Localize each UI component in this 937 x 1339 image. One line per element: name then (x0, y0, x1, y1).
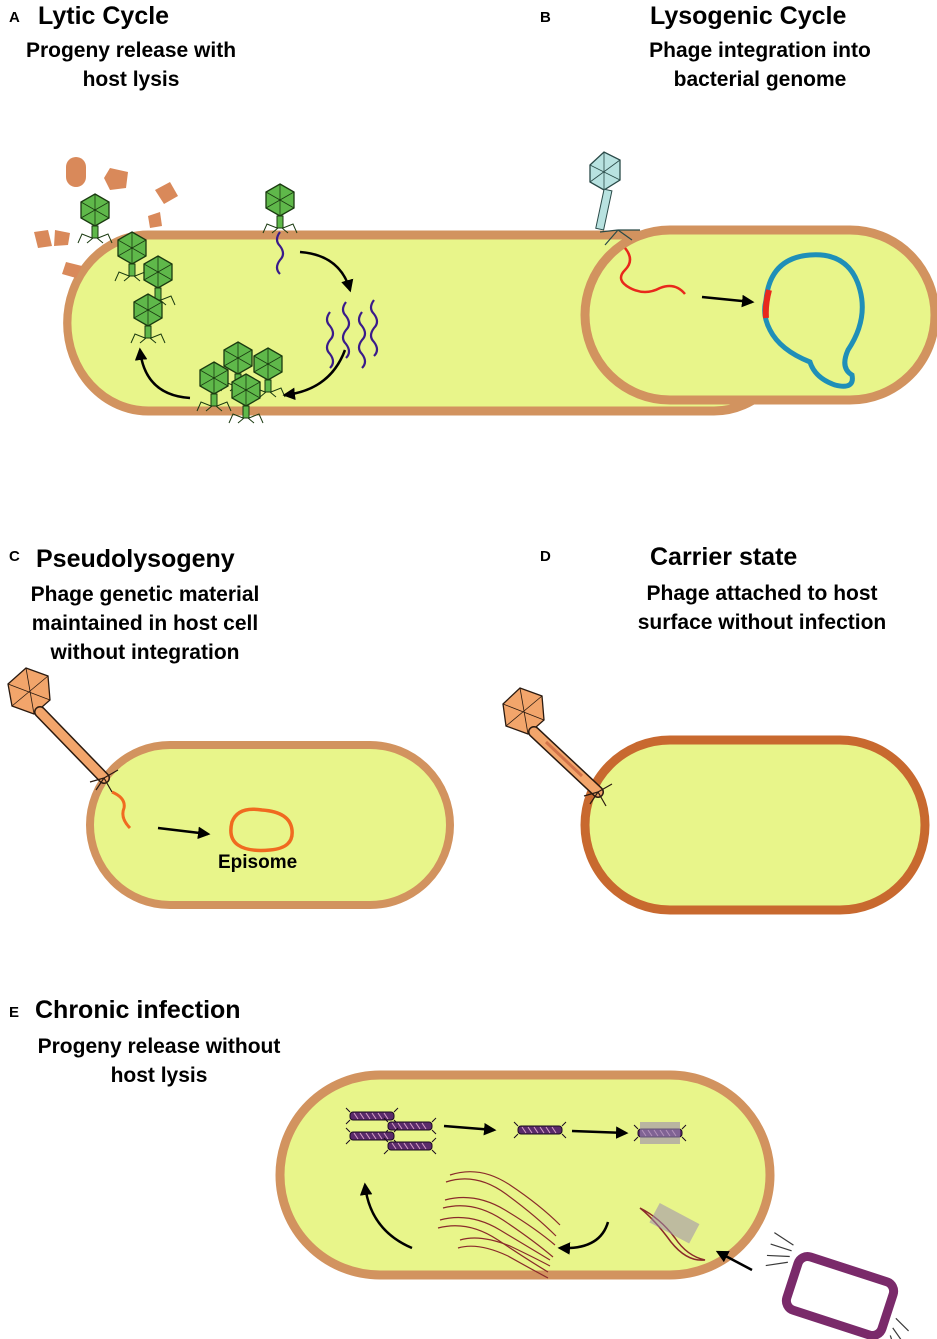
panel-d-title: Carrier state (650, 543, 798, 571)
panel-a-subtitle: Progeny release with host lysis (0, 36, 262, 94)
panel-d-subtitle-line-1: Phage attached to host (646, 582, 878, 605)
panel-c-graphic (7, 667, 454, 909)
panel-b-graphic (580, 151, 937, 405)
panel-d-subtitle-line-2: surface without infection (637, 611, 887, 634)
panel-e-subtitle: Progeny release without host lysis (18, 1032, 300, 1090)
panel-b-subtitle-line-2: bacterial genome (673, 68, 847, 91)
panel-c-subtitle: Phage genetic material maintained in hos… (0, 580, 290, 667)
panel-a-letter: A (9, 9, 20, 26)
panel-e-letter: E (9, 1004, 20, 1021)
ssdna-replicative-forms (437, 1171, 561, 1279)
arrow-to-genome (701, 294, 755, 308)
panel-d-letter: D (540, 548, 551, 565)
panel-c-cell (86, 741, 454, 909)
chronic-arrows (359, 1122, 753, 1272)
membrane-pore (640, 1122, 680, 1144)
panel-e-subtitle-line-1: Progeny release without (37, 1035, 281, 1058)
injected-dna (619, 247, 686, 295)
carrier-phage (502, 687, 613, 807)
entry-pore (649, 1202, 700, 1244)
panel-c-letter: C (9, 548, 20, 565)
injected-dna-c (111, 790, 132, 830)
panel-d-cell (580, 735, 930, 915)
panel-a-title: Lytic Cycle (38, 2, 170, 30)
extracellular-filamentous-phage (765, 1232, 909, 1339)
panel-c-subtitle-line-1: Phage genetic material (30, 583, 260, 606)
episome-ring (229, 807, 294, 853)
panel-b-subtitle: Phage integration into bacterial genome (620, 36, 900, 94)
panel-b-cell (580, 225, 937, 405)
panel-c-title: Pseudolysogeny (36, 545, 235, 573)
bacterial-genome (762, 252, 865, 389)
panel-a-subtitle-line-1: Progeny release with (25, 39, 237, 62)
panel-c-subtitle-line-3: without integration (50, 641, 240, 664)
integrated-prophage (762, 289, 772, 319)
panel-d-subtitle: Phage attached to host surface without i… (608, 579, 916, 637)
cycle-arrows (134, 250, 354, 401)
episome-label: Episome (218, 852, 298, 873)
panel-c-subtitle-line-2: maintained in host cell (31, 612, 259, 635)
phage-dna (275, 231, 379, 369)
panel-b-title: Lysogenic Cycle (650, 2, 847, 30)
panel-b-letter: B (540, 9, 551, 26)
lysogenic-phage (589, 151, 640, 246)
panel-e-graphic (275, 1070, 909, 1339)
arrow-to-episome (157, 826, 211, 840)
panel-e-title: Chronic infection (35, 996, 241, 1024)
cell-debris (34, 157, 178, 278)
panel-e-subtitle-line-2: host lysis (110, 1064, 208, 1087)
panel-d-graphic (502, 687, 930, 915)
pseudolysogeny-phage (7, 667, 119, 793)
panel-b-subtitle-line-1: Phage integration into (649, 39, 871, 62)
panel-a-subtitle-line-2: host lysis (82, 68, 180, 91)
